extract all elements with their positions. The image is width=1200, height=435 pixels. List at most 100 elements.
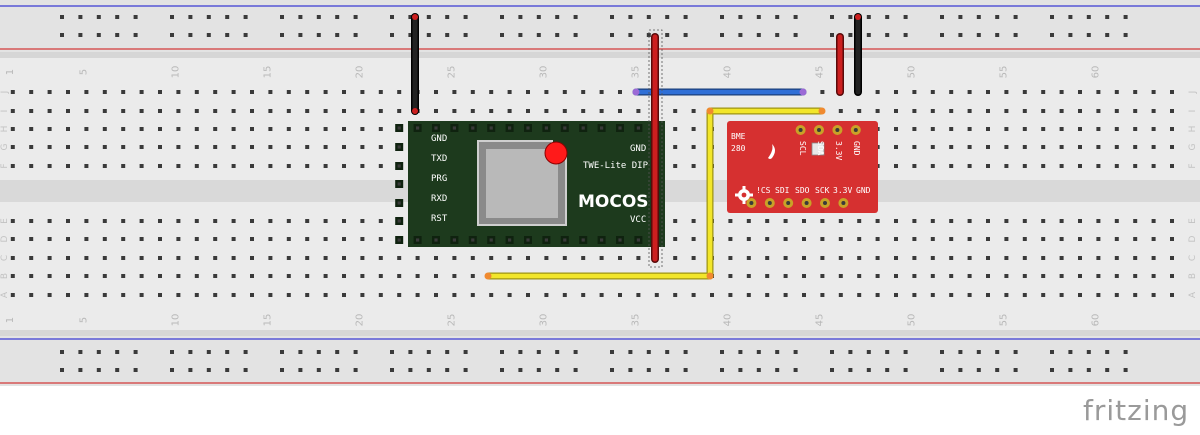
terminal-hole[interactable] [930, 219, 935, 223]
terminal-hole[interactable] [213, 127, 218, 131]
terminal-hole[interactable] [47, 127, 52, 131]
terminal-hole[interactable] [84, 256, 89, 260]
rail-hole[interactable] [426, 350, 431, 354]
terminal-hole[interactable] [673, 237, 678, 241]
terminal-hole[interactable] [1004, 274, 1009, 278]
terminal-hole[interactable] [838, 256, 843, 260]
terminal-hole[interactable] [102, 164, 107, 168]
terminal-hole[interactable] [10, 274, 15, 278]
terminal-hole[interactable] [158, 274, 162, 278]
rail-hole[interactable] [775, 33, 780, 37]
terminal-hole[interactable] [857, 293, 862, 297]
rail-hole[interactable] [225, 33, 230, 37]
terminal-hole[interactable] [268, 127, 273, 131]
terminal-hole[interactable] [820, 237, 825, 241]
terminal-hole[interactable] [102, 237, 107, 241]
rail-hole[interactable] [298, 350, 303, 354]
rail-hole[interactable] [1123, 33, 1128, 37]
terminal-hole[interactable] [1096, 256, 1101, 260]
terminal-hole[interactable] [802, 293, 806, 297]
terminal-hole[interactable] [268, 237, 273, 241]
terminal-hole[interactable] [636, 293, 641, 297]
terminal-hole[interactable] [1059, 164, 1064, 168]
terminal-hole[interactable] [1041, 256, 1046, 260]
rail-hole[interactable] [408, 350, 413, 354]
terminal-hole[interactable] [434, 90, 438, 94]
rail-hole[interactable] [518, 33, 523, 37]
rail-hole[interactable] [628, 33, 633, 37]
terminal-hole[interactable] [967, 90, 972, 94]
terminal-hole[interactable] [176, 219, 181, 223]
terminal-hole[interactable] [194, 164, 199, 168]
terminal-hole[interactable] [250, 164, 254, 168]
rail-hole[interactable] [426, 368, 431, 372]
terminal-hole[interactable] [912, 274, 917, 278]
terminal-hole[interactable] [562, 293, 567, 297]
terminal-hole[interactable] [378, 237, 383, 241]
terminal-hole[interactable] [894, 237, 898, 241]
terminal-hole[interactable] [691, 293, 696, 297]
terminal-hole[interactable] [158, 219, 162, 223]
rail-hole[interactable] [848, 15, 853, 19]
terminal-hole[interactable] [158, 127, 162, 131]
rail-hole[interactable] [756, 15, 761, 19]
terminal-hole[interactable] [397, 274, 402, 278]
terminal-hole[interactable] [305, 109, 310, 113]
rail-hole[interactable] [738, 33, 743, 37]
terminal-hole[interactable] [526, 256, 530, 260]
terminal-hole[interactable] [489, 109, 494, 113]
terminal-hole[interactable] [342, 274, 346, 278]
terminal-hole[interactable] [66, 293, 70, 297]
rail-hole[interactable] [280, 350, 284, 354]
terminal-hole[interactable] [286, 274, 291, 278]
terminal-hole[interactable] [342, 109, 346, 113]
terminal-hole[interactable] [802, 219, 806, 223]
terminal-hole[interactable] [1133, 293, 1138, 297]
terminal-hole[interactable] [452, 90, 457, 94]
rail-hole[interactable] [115, 350, 120, 354]
terminal-hole[interactable] [470, 90, 475, 94]
terminal-hole[interactable] [562, 256, 567, 260]
rail-hole[interactable] [500, 368, 504, 372]
rail-hole[interactable] [445, 350, 450, 354]
terminal-hole[interactable] [838, 274, 843, 278]
terminal-hole[interactable] [1022, 145, 1027, 149]
terminal-hole[interactable] [967, 274, 972, 278]
rail-hole[interactable] [756, 33, 761, 37]
rail-hole[interactable] [500, 15, 504, 19]
rail-hole[interactable] [940, 368, 944, 372]
terminal-hole[interactable] [949, 274, 954, 278]
terminal-hole[interactable] [949, 90, 954, 94]
rail-hole[interactable] [555, 33, 560, 37]
terminal-hole[interactable] [84, 164, 89, 168]
terminal-hole[interactable] [967, 237, 972, 241]
rail-hole[interactable] [793, 33, 798, 37]
rail-hole[interactable] [536, 33, 541, 37]
terminal-hole[interactable] [1170, 237, 1174, 241]
terminal-hole[interactable] [213, 256, 218, 260]
terminal-hole[interactable] [1004, 237, 1009, 241]
terminal-hole[interactable] [1170, 256, 1174, 260]
rail-hole[interactable] [793, 368, 798, 372]
terminal-hole[interactable] [397, 256, 402, 260]
terminal-hole[interactable] [894, 274, 898, 278]
terminal-hole[interactable] [139, 109, 144, 113]
terminal-hole[interactable] [231, 293, 236, 297]
terminal-hole[interactable] [894, 90, 898, 94]
terminal-hole[interactable] [967, 219, 972, 223]
terminal-hole[interactable] [581, 90, 586, 94]
terminal-hole[interactable] [66, 90, 70, 94]
terminal-hole[interactable] [121, 164, 126, 168]
terminal-hole[interactable] [986, 90, 990, 94]
terminal-hole[interactable] [66, 164, 70, 168]
terminal-hole[interactable] [250, 256, 254, 260]
rail-hole[interactable] [115, 15, 120, 19]
terminal-hole[interactable] [1096, 237, 1101, 241]
terminal-hole[interactable] [930, 293, 935, 297]
terminal-hole[interactable] [1022, 274, 1027, 278]
terminal-hole[interactable] [378, 219, 383, 223]
terminal-hole[interactable] [231, 219, 236, 223]
terminal-hole[interactable] [158, 145, 162, 149]
rail-hole[interactable] [353, 15, 358, 19]
terminal-hole[interactable] [470, 293, 475, 297]
